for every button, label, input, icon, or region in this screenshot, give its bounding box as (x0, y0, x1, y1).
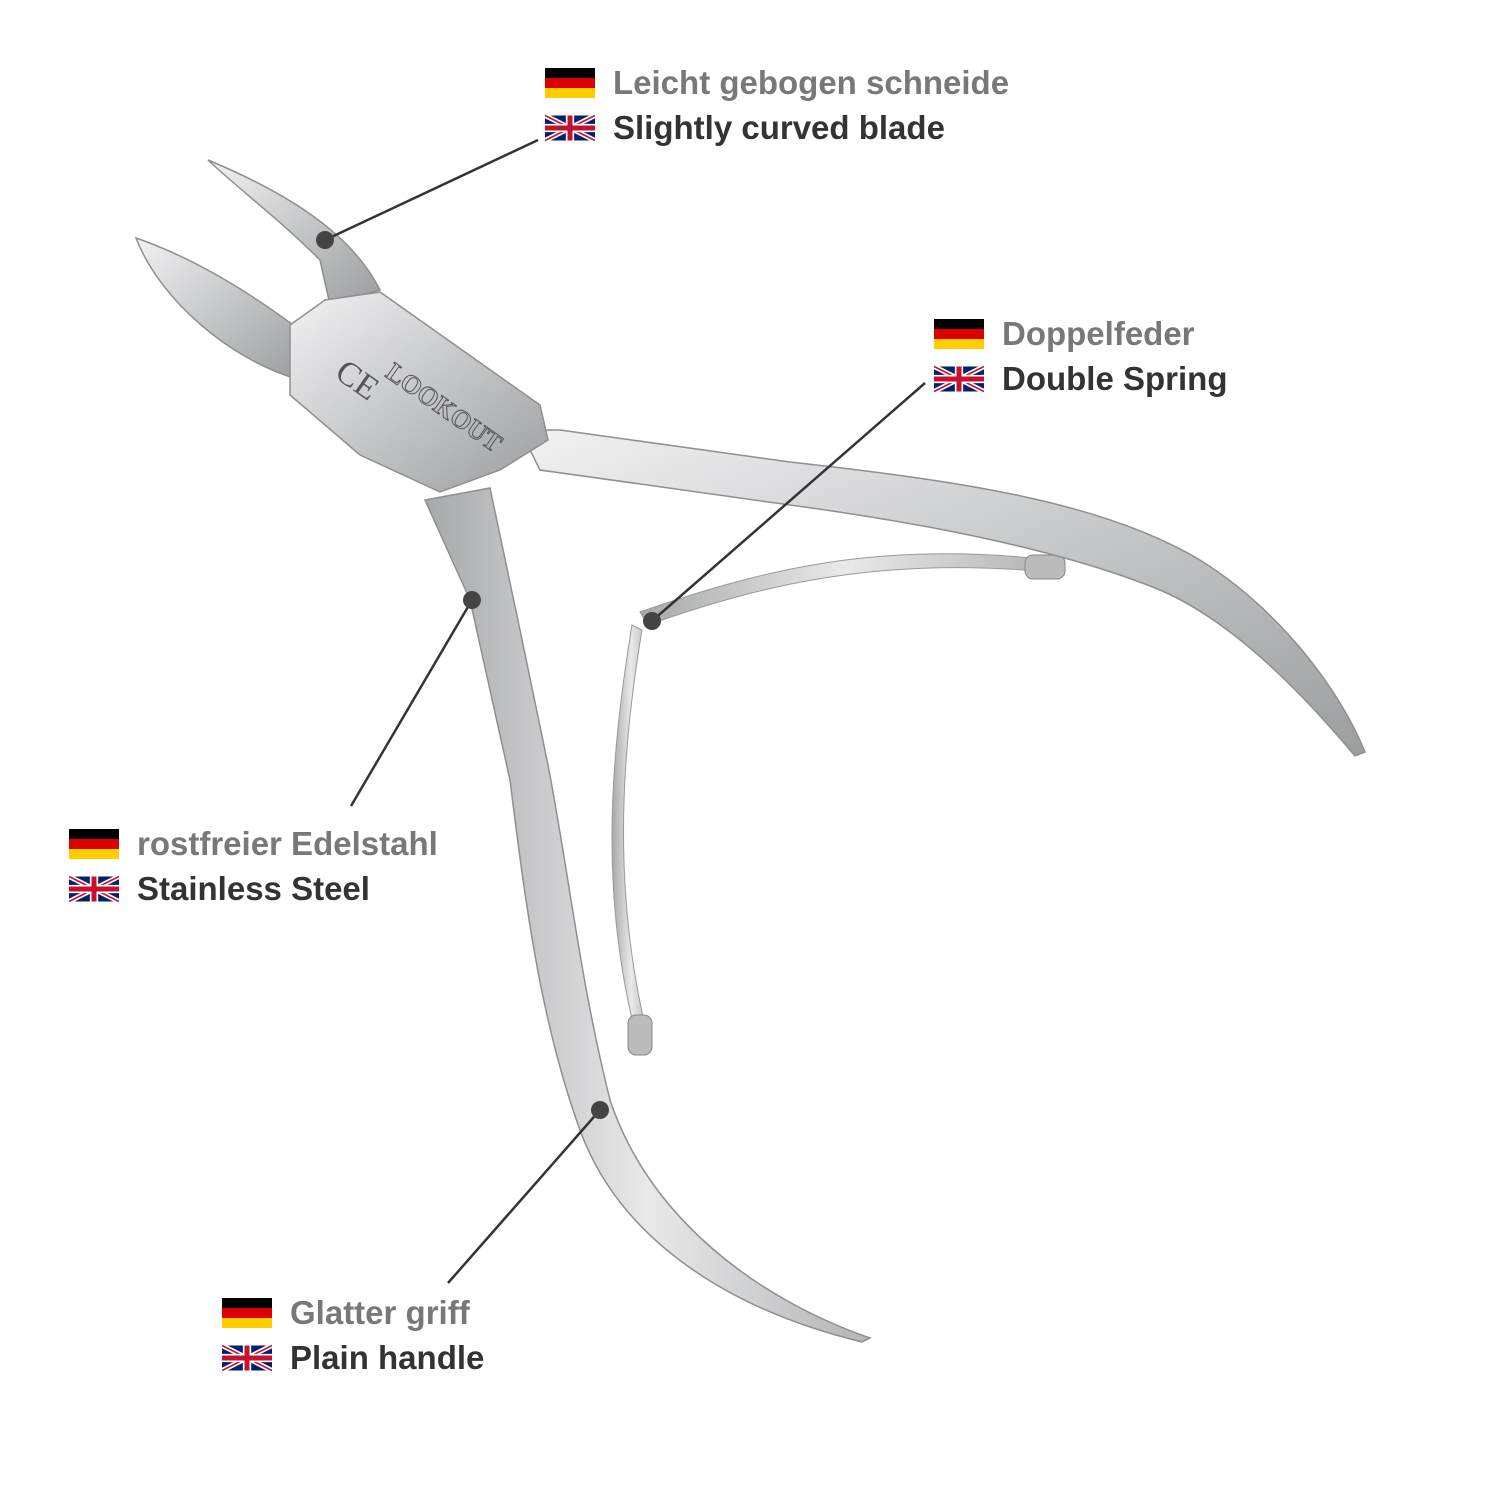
label-de: rostfreier Edelstahl (137, 824, 438, 862)
callout-blade: Leicht gebogen schneide Slightly curved … (545, 60, 1009, 150)
lower-handle (423, 487, 872, 1343)
uk-flag-icon (222, 1342, 272, 1373)
upper-blade (207, 159, 382, 306)
double-spring (639, 553, 1051, 626)
callout-spring: Doppelfeder Double Spring (934, 311, 1228, 401)
leader-lines (324, 138, 926, 1284)
german-flag-icon (934, 318, 984, 349)
uk-flag-icon (934, 363, 984, 394)
spring-rivet (627, 1014, 653, 1056)
leader-dots (316, 231, 661, 1119)
label-en: Double Spring (1002, 359, 1228, 397)
uk-flag-icon (69, 873, 119, 904)
label-en: Stainless Steel (137, 869, 370, 907)
lower-blade (134, 236, 301, 381)
german-flag-icon (222, 1297, 272, 1328)
label-de: Doppelfeder (1002, 314, 1195, 352)
label-de: Glatter griff (290, 1293, 470, 1331)
upper-handle (518, 429, 1366, 757)
double-spring-lower (611, 624, 651, 1051)
label-en: Slightly curved blade (613, 108, 945, 146)
label-de: Leicht gebogen schneide (613, 63, 1010, 101)
plier-head (289, 291, 549, 493)
callout-handle: Glatter griff Plain handle (222, 1290, 484, 1380)
label-en: Plain handle (290, 1338, 485, 1376)
german-flag-icon (69, 828, 119, 859)
spring-rivet (1024, 554, 1066, 580)
german-flag-icon (545, 67, 595, 98)
uk-flag-icon (545, 112, 595, 143)
callout-steel: rostfreier Edelstahl Stainless Steel (69, 821, 438, 911)
